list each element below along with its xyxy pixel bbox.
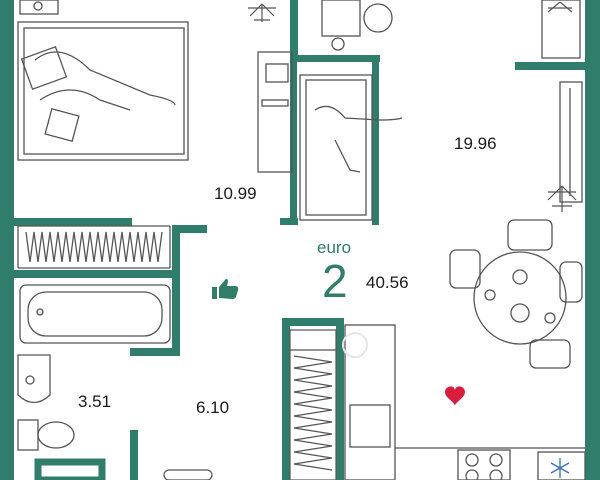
room-count-label: 2 bbox=[322, 255, 348, 307]
wall-segment bbox=[172, 225, 207, 233]
toilet-bowl bbox=[37, 421, 75, 449]
shelf bbox=[541, 0, 581, 59]
wall-segment bbox=[515, 62, 585, 70]
dining-table bbox=[473, 251, 567, 345]
bathtub-inner bbox=[27, 291, 163, 337]
bathroom-area-label: 3.51 bbox=[78, 392, 112, 411]
cup bbox=[544, 312, 556, 324]
plate bbox=[512, 269, 528, 285]
thumbs-up-icon bbox=[212, 278, 239, 299]
bathtub bbox=[19, 284, 171, 344]
sofa-seat bbox=[305, 79, 367, 216]
heart-icon bbox=[445, 386, 465, 406]
sink bbox=[349, 404, 391, 448]
wall-segment bbox=[34, 458, 106, 480]
outer-wall-left bbox=[0, 0, 14, 480]
plate bbox=[510, 303, 530, 323]
wall-segment bbox=[282, 318, 344, 326]
outer-wall-right bbox=[585, 0, 600, 480]
dining-chair bbox=[449, 249, 481, 289]
desk bbox=[257, 51, 293, 173]
watermark bbox=[342, 332, 368, 358]
plant-icon bbox=[547, 1, 577, 212]
hallway-area-label: 6.10 bbox=[196, 398, 230, 417]
bed-mattress bbox=[23, 27, 185, 155]
corridor-wardrobe bbox=[163, 329, 337, 480]
resting-person bbox=[314, 105, 403, 121]
pillow bbox=[20, 45, 68, 91]
wall-segment bbox=[14, 270, 180, 278]
books bbox=[265, 63, 289, 83]
nightstand bbox=[19, 0, 59, 15]
cup bbox=[331, 37, 345, 51]
bed bbox=[17, 21, 189, 161]
washbasin bbox=[17, 354, 51, 404]
wall-segment bbox=[336, 318, 344, 480]
pillow bbox=[44, 108, 80, 142]
resting-person bbox=[334, 139, 361, 173]
wall-segment bbox=[290, 0, 298, 62]
wall-segment bbox=[282, 318, 290, 480]
plant-icon bbox=[248, 3, 276, 22]
wall-segment bbox=[280, 218, 298, 225]
dining-chair bbox=[559, 261, 583, 303]
living-furniture bbox=[299, 0, 586, 480]
sleeping-person bbox=[34, 51, 176, 106]
bedroom-area-label: 10.99 bbox=[214, 184, 257, 203]
fridge bbox=[537, 451, 586, 480]
sleeping-person bbox=[39, 89, 131, 111]
dining-chair bbox=[507, 219, 553, 251]
books bbox=[261, 99, 289, 107]
sofa bbox=[299, 74, 373, 221]
bedroom-furniture bbox=[17, 0, 293, 269]
wall-segment bbox=[290, 55, 297, 225]
wall-segment bbox=[290, 55, 380, 62]
wall-segment bbox=[14, 218, 132, 226]
toilet-tank bbox=[17, 419, 39, 451]
total-area-label: 40.56 bbox=[366, 273, 409, 292]
chair bbox=[321, 0, 361, 37]
lamp bbox=[33, 1, 43, 11]
tv-unit bbox=[559, 81, 583, 203]
layout-type-label: euro bbox=[317, 238, 352, 257]
kitchen-counter bbox=[344, 324, 396, 480]
wall-segment bbox=[372, 55, 379, 225]
hangers bbox=[25, 231, 163, 263]
wall-segment bbox=[130, 430, 138, 480]
wall-segment bbox=[172, 225, 180, 355]
living-area-label: 19.96 bbox=[454, 134, 497, 153]
cup bbox=[484, 289, 496, 301]
dining-chair bbox=[529, 339, 571, 369]
stove bbox=[457, 449, 511, 480]
snowflake-icon bbox=[550, 458, 570, 478]
chair bbox=[363, 3, 393, 33]
wall-segment bbox=[130, 348, 180, 356]
bathroom-fixtures bbox=[17, 284, 171, 451]
bench bbox=[163, 469, 213, 480]
